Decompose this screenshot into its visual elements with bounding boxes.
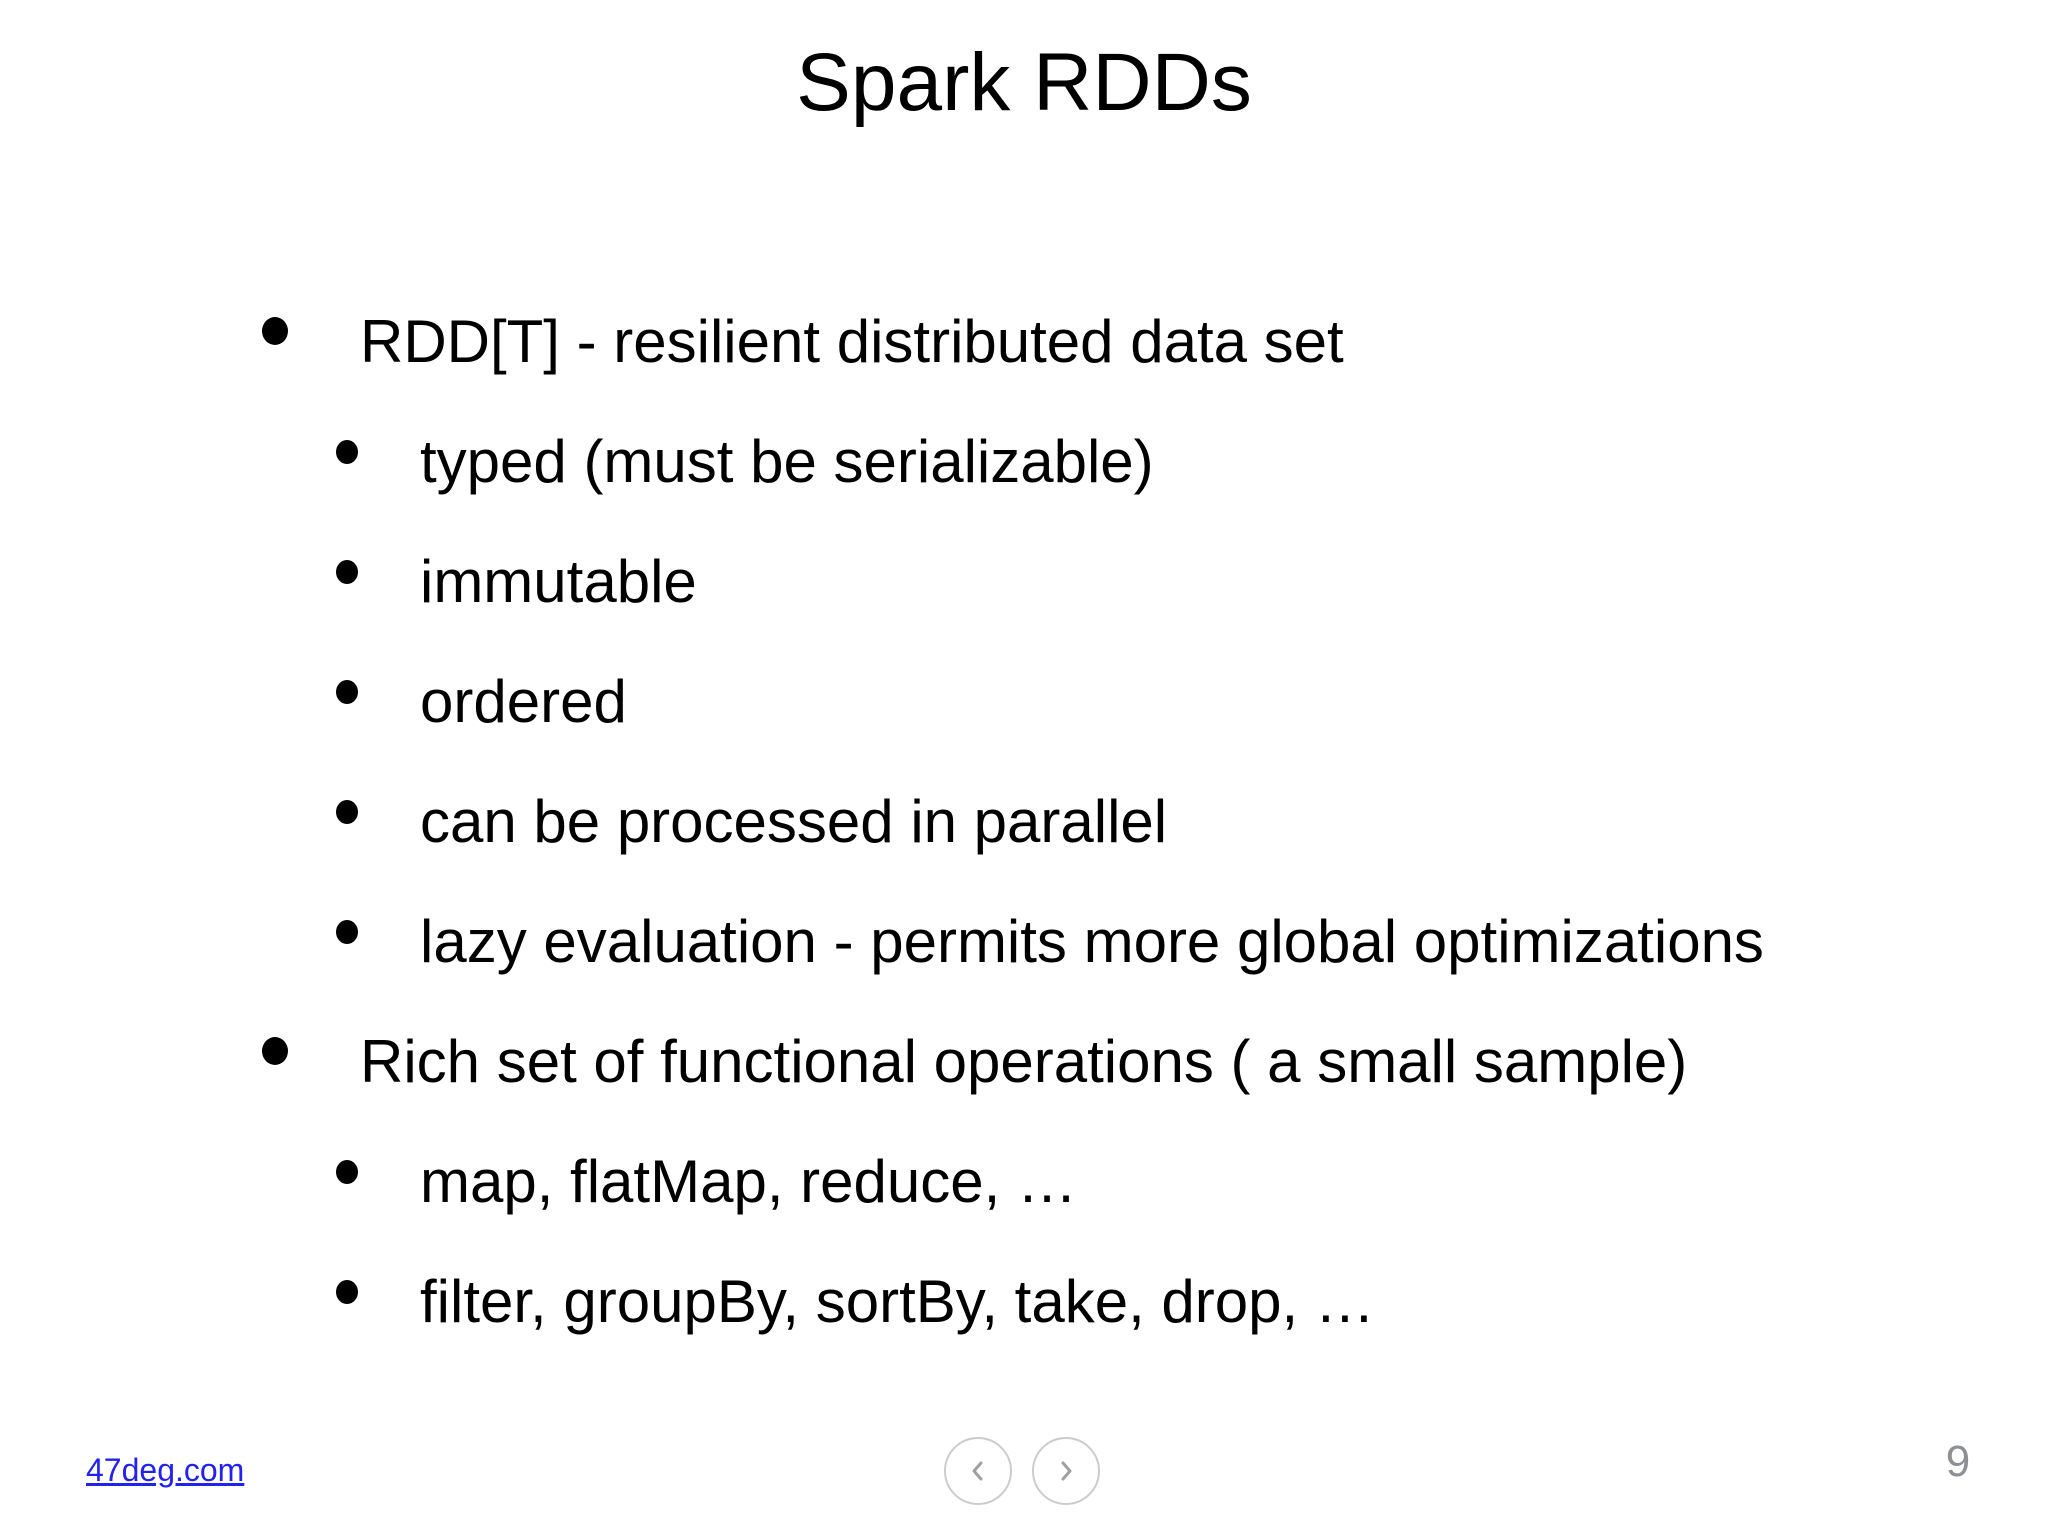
bullet-row: typed (must be serializable) (0, 402, 2048, 522)
bullet-dot-icon (336, 920, 358, 944)
bullet-text: can be processed in parallel (420, 788, 1168, 855)
bullet-row: can be processed in parallel (0, 762, 2048, 882)
previous-slide-button[interactable] (944, 1437, 1012, 1505)
bullet-text: typed (must be serializable) (420, 428, 1154, 495)
page-number: 9 (1945, 1437, 1971, 1486)
bullet-dot-icon (262, 317, 288, 345)
bullet-dot-icon (336, 440, 358, 464)
bullet-row: ordered (0, 642, 2048, 762)
bullet-row: immutable (0, 522, 2048, 642)
bullet-dot-icon (262, 1037, 288, 1065)
chevron-right-icon (1053, 1458, 1079, 1484)
bullet-dot-icon (336, 1280, 358, 1304)
bullet-text: ordered (420, 668, 627, 735)
bullet-row: map, flatMap, reduce, … (0, 1122, 2048, 1242)
bullet-row: RDD[T] - resilient distributed data set (0, 282, 2048, 402)
bullet-dot-icon (336, 560, 358, 584)
bullet-text: immutable (420, 548, 697, 615)
footer-website-link[interactable]: 47deg.com (86, 1452, 245, 1488)
bullet-row: filter, groupBy, sortBy, take, drop, … (0, 1242, 2048, 1362)
bullet-row: lazy evaluation - permits more global op… (0, 882, 2048, 1002)
bullet-dot-icon (336, 1160, 358, 1184)
bullet-text: filter, groupBy, sortBy, take, drop, … (420, 1268, 1375, 1335)
bullet-row: Rich set of functional operations ( a sm… (0, 1002, 2048, 1122)
bullet-text: Rich set of functional operations ( a sm… (360, 1028, 1688, 1095)
next-slide-button[interactable] (1032, 1437, 1100, 1505)
slide-nav (944, 1437, 1100, 1505)
bullet-text: map, flatMap, reduce, … (420, 1148, 1077, 1215)
chevron-left-icon (965, 1458, 991, 1484)
bullet-text: lazy evaluation - permits more global op… (420, 908, 1764, 975)
bullet-text: RDD[T] - resilient distributed data set (360, 308, 1344, 375)
bullet-dot-icon (336, 800, 358, 824)
bullet-dot-icon (336, 680, 358, 704)
slide-title: Spark RDDs (796, 37, 1252, 128)
